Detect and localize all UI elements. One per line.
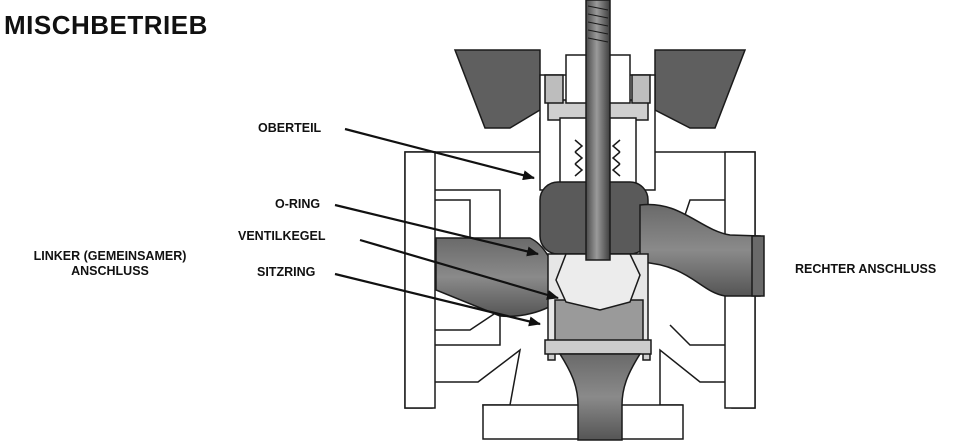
label-sitzring: SITZRING [257, 265, 316, 279]
lower-passage [558, 353, 642, 441]
label-left-port-line2: ANSCHLUSS [71, 264, 149, 278]
actuator-yoke [453, 49, 747, 129]
label-oberteil: OBERTEIL [258, 121, 322, 135]
label-right-port: RECHTER ANSCHLUSS [795, 262, 937, 276]
label-ventilkegel: VENTILKEGEL [238, 229, 326, 243]
label-left-port: LINKER (GEMEINSAMER) ANSCHLUSS [10, 249, 210, 279]
valve-stem [585, 0, 611, 261]
ventilkegel-arrow [359, 238, 559, 300]
callout-arrows [334, 127, 559, 327]
oberteil-arrow [344, 127, 535, 181]
seat-ring [544, 339, 652, 355]
diagram-title: MISCHBETRIEB [4, 10, 208, 40]
label-left-port-line1: LINKER (GEMEINSAMER) [33, 249, 187, 263]
oring-arrow [334, 203, 539, 257]
label-o-ring: O-RING [275, 197, 321, 211]
valve-plug [555, 253, 641, 311]
sitzring-arrow [334, 272, 541, 327]
